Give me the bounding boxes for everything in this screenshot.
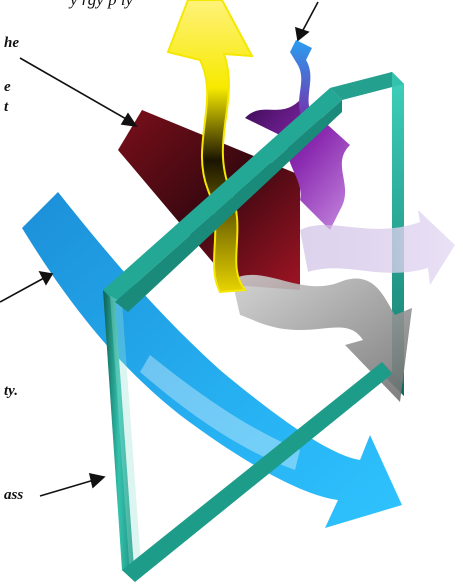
label-fragment-t: t [4, 100, 8, 115]
pointer-arrow-4 [90, 474, 104, 487]
label-fragment-ty: ty. [4, 384, 18, 399]
pointer-arrow-2 [296, 28, 308, 40]
label-fragment-e: e [4, 80, 11, 95]
top-caption: y rgy p ly [70, 0, 133, 8]
label-fragment-ass: ass [4, 488, 23, 503]
label-fragment-he: he [4, 36, 19, 51]
pointer-arrow-1 [122, 114, 136, 126]
grey-wave [232, 275, 412, 402]
pointer-arrow-3 [40, 272, 52, 284]
